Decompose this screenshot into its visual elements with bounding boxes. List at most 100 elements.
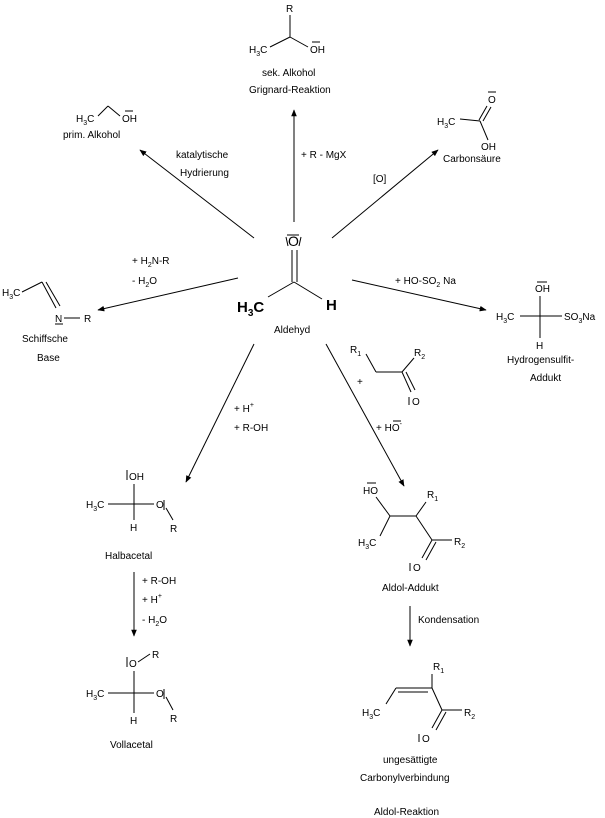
arrow-hydrierung: [139, 149, 255, 239]
vollacetal-h3c: H3C: [86, 689, 104, 702]
vollacetal-reagent-3: - H2O: [142, 615, 167, 628]
aldol-reagent-r2: R2: [414, 348, 425, 361]
acid-methyl-bond: [459, 118, 481, 122]
halbacetal-reagent-2: + R-OH: [234, 423, 268, 434]
vollacetal-name: Vollacetal: [110, 740, 153, 751]
product-h3c: H3C: [362, 708, 380, 721]
product-name-1: ungesättigte: [383, 755, 438, 766]
hydrierung-h3c: H3C: [76, 114, 94, 127]
schiff-cn-bond-1: [41, 281, 57, 309]
schiff-reagent-2: - H2O: [132, 276, 157, 289]
acid-co-bond-1: [478, 105, 488, 121]
hydrierung-name: prim. Alkohol: [63, 130, 120, 141]
grignard-h3c: H3C: [249, 45, 267, 58]
adduct-ho: HO: [363, 486, 378, 497]
aldol-adduct: HO R1 H3C R2 O Aldol-Addukt Kondensation: [358, 482, 479, 626]
aldehyde-name: Aldehyd: [274, 325, 310, 336]
aldol-reagent-bond-1: [365, 353, 377, 373]
aldol-reagent-co-bond-2: [405, 371, 416, 391]
aldol-adduct-name: Aldol-Addukt: [382, 583, 439, 594]
aldol-reagent: R1 R2 O + + HO-: [350, 345, 425, 434]
grignard-name: sek. Alkohol: [262, 68, 315, 79]
arrow-schiff: [97, 277, 239, 312]
grignard-product: R H3C OH sek. Alkohol Grignard-Reaktion …: [249, 4, 347, 161]
acid-oh: OH: [481, 142, 496, 153]
methyl-bond: [267, 281, 295, 298]
sulfit-h: H: [536, 341, 543, 352]
vollacetal-r: R: [170, 714, 177, 725]
adduct-bond-oh: [375, 496, 391, 517]
halbacetal-h: H: [130, 523, 137, 534]
aldol-reagent-co-bond-1: [401, 371, 412, 393]
arrow-aldol: [325, 343, 405, 487]
adduct-bond-methyl: [379, 515, 391, 537]
vollacetal-o: O: [156, 689, 164, 700]
sulfit-h3c: H3C: [496, 312, 514, 325]
arrow-halbacetal: [185, 343, 255, 483]
schiff-r: R: [84, 314, 91, 325]
adduct-r1: R1: [427, 490, 438, 503]
adduct-o: O: [413, 563, 421, 574]
product-name-2: Carbonylverbindung: [360, 773, 450, 784]
hydrierung-reagent-1: katalytische: [176, 150, 229, 161]
schiff-h3c: H3C: [2, 288, 20, 301]
aldol-reagent-hydroxide: + HO-: [376, 421, 403, 434]
arrow-oxidation: [331, 149, 439, 239]
vollacetal-h: H: [130, 716, 137, 727]
acid-oh-bond: [479, 120, 489, 141]
adduct-h3c: H3C: [358, 538, 376, 551]
grignard-oh-bond: [289, 36, 309, 48]
aldehyde-h-bond: [293, 281, 323, 300]
adduct-co-bond-2: [425, 541, 437, 561]
aldol-reagent-r1: R1: [350, 345, 361, 358]
grignard-r: R: [286, 4, 293, 15]
sulfit-name-2: Addukt: [530, 373, 561, 384]
halbacetal-reagent-1: + H+: [234, 402, 254, 415]
grignard-methyl-bond: [269, 36, 291, 48]
adduct-co-bond-1: [421, 539, 433, 559]
arrow-hydrogensulfit: [351, 279, 487, 312]
grignard-reaction-name: Grignard-Reaktion: [249, 85, 331, 96]
grignard-reagent: + R - MgX: [301, 150, 347, 161]
vollacetal-o-top: O: [129, 659, 137, 670]
product-o: O: [422, 734, 430, 745]
halbacetal-r: R: [170, 524, 177, 535]
aldol-condensation-product: R1 H3C R2 O ungesättigte Carbonylverbind…: [360, 662, 475, 818]
sulfit-name-1: Hydrogensulfit-: [507, 355, 574, 366]
oxidation-name: Carbonsäure: [443, 154, 501, 165]
sulfit-reagent: + HO-SO2 Na: [395, 276, 456, 289]
product-r1: R1: [433, 662, 444, 675]
vollacetal-r-top: R: [152, 650, 159, 661]
halbacetal-name: Halbacetal: [105, 551, 152, 562]
acid-o: O: [488, 95, 496, 106]
sulfit-so3na: SO3Na: [564, 312, 596, 325]
aldol-plus: +: [357, 377, 363, 388]
aldol-reagent-bond-3: [401, 357, 415, 373]
vollacetal-o-top-r-bond: [137, 653, 151, 663]
product-bond-carbonyl-c: [431, 687, 443, 711]
vollacetal-or-bond: [165, 696, 174, 711]
sulfit-oh: OH: [535, 284, 550, 295]
aldehyde-hydrogen: H: [326, 297, 337, 314]
methyl-group: H3C: [237, 299, 264, 319]
adduct-bond-carbonyl-c: [415, 515, 433, 541]
halbacetal-or-bond: [165, 507, 174, 521]
oxidation-product: O H3C OH Carbonsäure [O]: [373, 91, 501, 185]
adduct-r2: R2: [454, 537, 465, 550]
acid-co-bond-2: [482, 106, 492, 122]
product-co-bond-1: [431, 709, 443, 729]
hydrogensulfit-product: OH H3C SO3Na H Hydrogensulfit- Addukt + …: [395, 276, 596, 384]
oxygen-lone-pair-right: [298, 236, 302, 247]
hydrierung-oh: OH: [122, 114, 137, 125]
halbacetal-product: + H+ + R-OH OH H3C O R H Halbacetal: [86, 402, 268, 562]
vollacetal-reagent-2: + H+: [142, 593, 162, 606]
aldol-reagent-o: O: [412, 397, 420, 408]
schiff-n: N: [55, 314, 62, 325]
vollacetal-reagent-1: + R-OH: [142, 576, 176, 587]
adduct-bond-r1: [415, 501, 427, 517]
central-aldehyde: O H3C H Aldehyd: [237, 233, 337, 336]
halbacetal-o: O: [156, 500, 164, 511]
hydrierung-product: H3C OH prim. Alkohol katalytische Hydrie…: [63, 105, 229, 179]
schiff-product: H3C N R Schiffsche Base + H2N-R - H2O: [2, 256, 170, 364]
